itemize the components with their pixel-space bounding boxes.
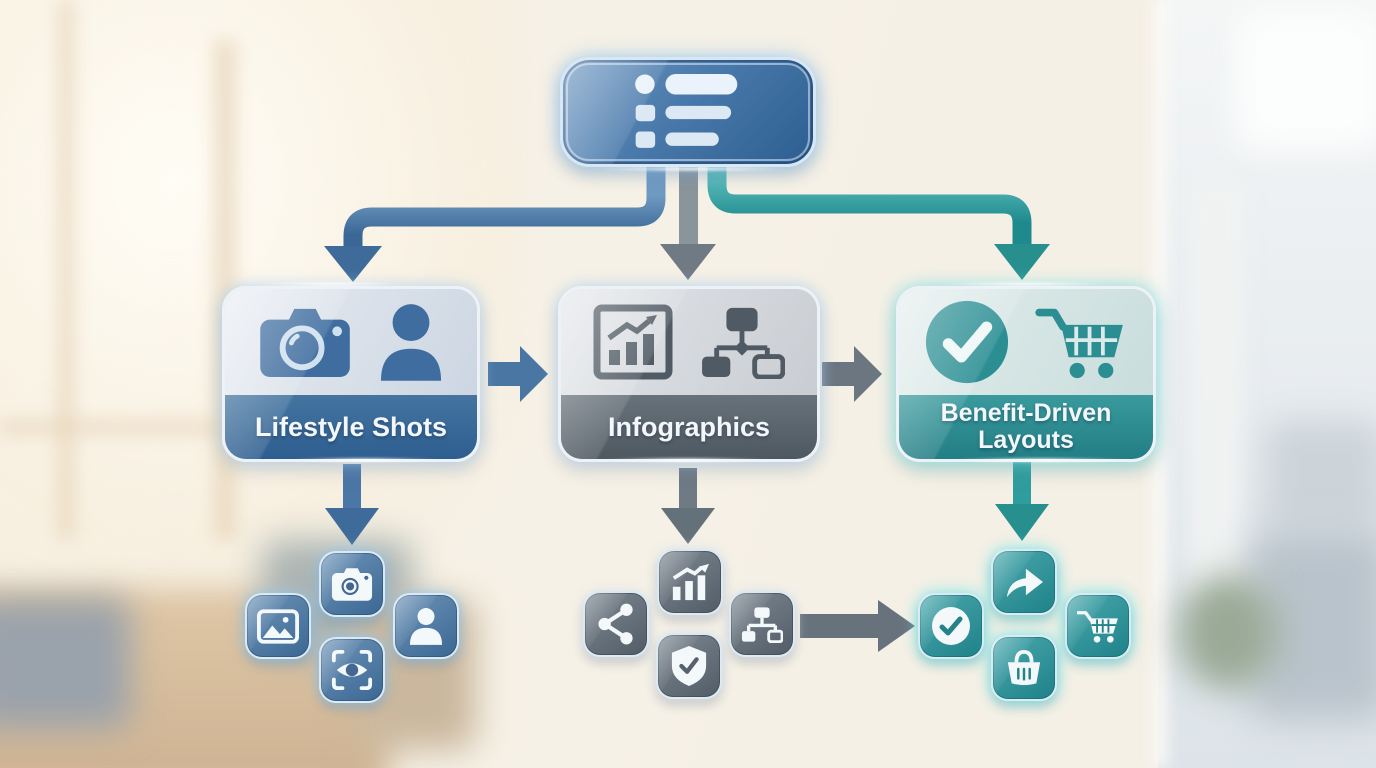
node-benefit-icons xyxy=(899,289,1153,395)
node-lifestyle-shots: Lifestyle Shots xyxy=(222,286,480,462)
framed-bar-chart-icon xyxy=(593,304,673,380)
user-icon xyxy=(409,608,443,645)
node-infographics-icons xyxy=(561,289,817,395)
tile-camera xyxy=(319,551,385,617)
shield-check-icon xyxy=(671,646,707,686)
camera-icon xyxy=(331,567,373,601)
node-benefit-band: Benefit-Driven Layouts xyxy=(899,395,1153,459)
tile-forward-arrow xyxy=(991,549,1057,615)
arrow-lifestyle-infographics xyxy=(488,346,548,402)
connector-root-infographics xyxy=(660,158,716,280)
node-infographics-label: Infographics xyxy=(607,411,770,442)
tile-cart xyxy=(1065,593,1131,659)
tile-basket xyxy=(991,635,1057,701)
node-lifestyle-label: Lifestyle Shots xyxy=(254,411,448,442)
tile-eye-scan xyxy=(319,637,385,703)
tile-user xyxy=(393,593,459,659)
tile-image xyxy=(245,593,311,659)
shopping-cart-icon xyxy=(1077,611,1118,643)
node-infographics-band: Infographics xyxy=(561,395,817,459)
arrow-infographics-benefit xyxy=(822,346,882,402)
share-icon xyxy=(598,603,633,645)
check-circle-icon xyxy=(932,607,970,645)
node-infographics: Infographics xyxy=(558,286,820,462)
image-icon xyxy=(257,608,299,644)
arrow-down-benefit xyxy=(995,462,1049,541)
shopping-cart-icon xyxy=(1035,308,1123,379)
root-node xyxy=(560,57,816,167)
arrow-down-lifestyle xyxy=(325,464,379,545)
node-benefit-driven-layouts: Benefit-Driven Layouts xyxy=(896,286,1156,462)
trend-chart-icon xyxy=(672,563,710,601)
tile-trend-chart xyxy=(657,549,723,615)
arrow-down-infographics xyxy=(661,468,715,544)
arrow-cluster-infographics-benefit xyxy=(800,600,915,652)
hierarchy-icon xyxy=(702,307,785,379)
tile-check-circle xyxy=(918,593,984,659)
tile-share xyxy=(583,591,649,657)
node-benefit-label: Benefit-Driven Layouts xyxy=(940,398,1112,454)
connector-root-benefit xyxy=(707,158,1050,280)
eye-scan-icon xyxy=(331,649,373,691)
node-lifestyle-band: Lifestyle Shots xyxy=(225,395,477,459)
camera-icon xyxy=(260,308,350,378)
check-circle-icon xyxy=(925,300,1009,384)
user-icon xyxy=(380,304,442,381)
basket-icon xyxy=(1007,649,1041,686)
hierarchy-icon xyxy=(741,606,783,643)
forward-arrow-icon xyxy=(1006,568,1043,598)
tile-hierarchy xyxy=(729,591,795,657)
node-lifestyle-icons xyxy=(225,289,477,395)
list-icon xyxy=(635,74,738,148)
connector-root-lifestyle xyxy=(324,158,666,282)
tile-shield-check xyxy=(656,633,722,699)
